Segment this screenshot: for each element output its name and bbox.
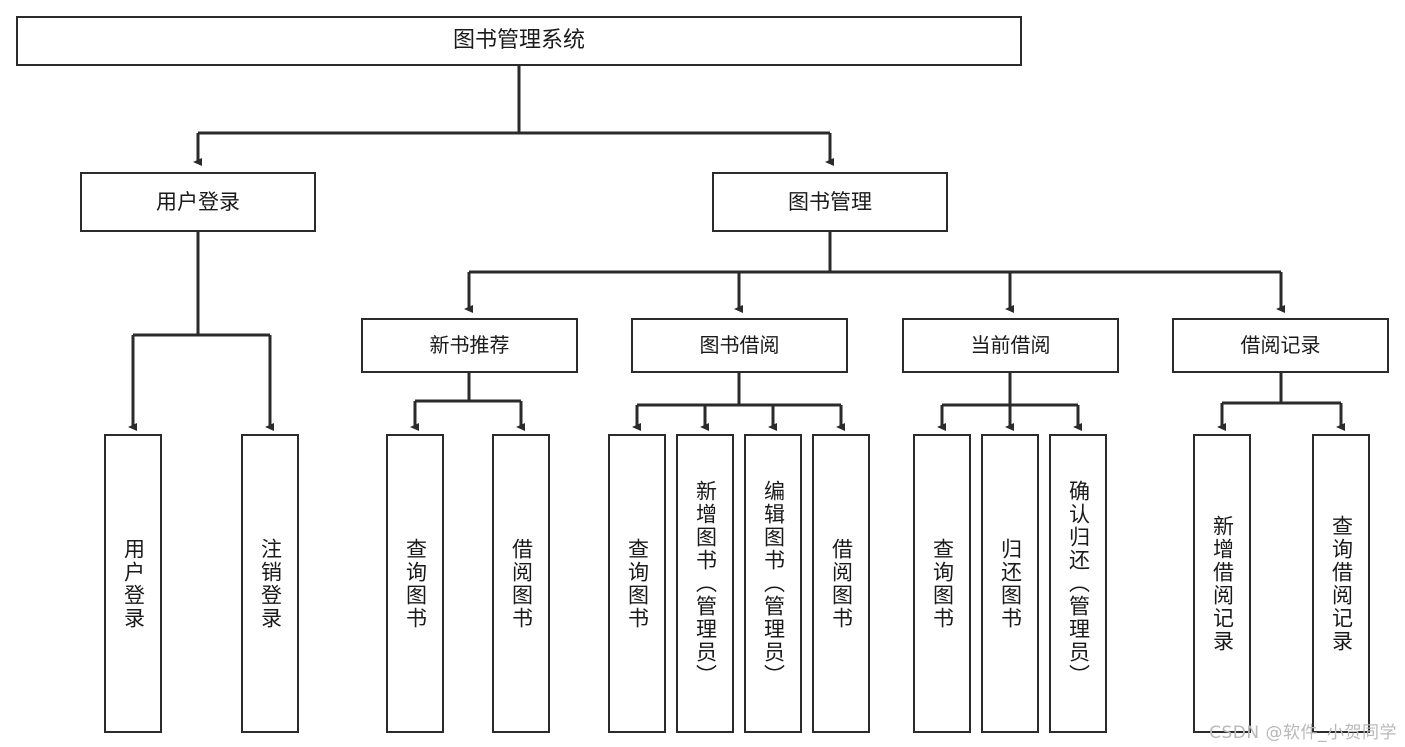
leaf-edit-book-admin[interactable]: 编辑图书（管理员） (744, 434, 802, 733)
leaf-add-borrow-record[interactable]: 新增借阅记录 (1193, 434, 1251, 733)
node-new-book-recommend[interactable]: 新书推荐 (361, 318, 578, 373)
node-label: 用户登录 (121, 537, 146, 630)
node-label: 图书借阅 (699, 332, 780, 357)
node-label: 借阅图书 (509, 537, 534, 630)
node-label: 图书管理 (788, 189, 872, 214)
node-label: 查询图书 (930, 537, 955, 630)
leaf-borrow-book[interactable]: 借阅图书 (812, 434, 870, 733)
node-label: 归还图书 (998, 537, 1023, 630)
node-current-borrow[interactable]: 当前借阅 (902, 318, 1119, 373)
leaf-user-login[interactable]: 用户登录 (104, 434, 162, 733)
leaf-logout[interactable]: 注销登录 (241, 434, 299, 733)
node-label: 用户登录 (156, 189, 240, 214)
node-root-library-system[interactable]: 图书管理系统 (16, 16, 1022, 66)
node-borrow-record[interactable]: 借阅记录 (1172, 318, 1389, 373)
node-label: 编辑图书（管理员） (761, 480, 786, 687)
node-user-login[interactable]: 用户登录 (80, 172, 316, 232)
node-label: 查询借阅记录 (1329, 514, 1354, 653)
node-book-borrow[interactable]: 图书借阅 (631, 318, 848, 373)
node-label: 借阅记录 (1240, 332, 1321, 357)
node-label: 新增借阅记录 (1210, 514, 1235, 653)
leaf-query-borrow-record[interactable]: 查询借阅记录 (1312, 434, 1370, 733)
leaf-query-book-borrow[interactable]: 查询图书 (608, 434, 666, 733)
node-label: 图书管理系统 (452, 28, 585, 54)
node-label: 借阅图书 (829, 537, 854, 630)
leaf-confirm-return-admin[interactable]: 确认归还（管理员） (1049, 434, 1107, 733)
leaf-query-book-newbook[interactable]: 查询图书 (386, 434, 444, 733)
leaf-query-book-current[interactable]: 查询图书 (913, 434, 971, 733)
node-label: 新书推荐 (429, 332, 510, 357)
node-label: 确认归还（管理员） (1066, 480, 1091, 687)
node-label: 当前借阅 (970, 332, 1051, 357)
leaf-add-book-admin[interactable]: 新增图书（管理员） (676, 434, 734, 733)
leaf-borrow-book-newbook[interactable]: 借阅图书 (492, 434, 550, 733)
node-label: 查询图书 (403, 537, 428, 630)
node-label: 新增图书（管理员） (693, 480, 718, 687)
node-label: 注销登录 (258, 537, 283, 630)
node-label: 查询图书 (625, 537, 650, 630)
node-book-management[interactable]: 图书管理 (712, 172, 948, 232)
leaf-return-book[interactable]: 归还图书 (981, 434, 1039, 733)
